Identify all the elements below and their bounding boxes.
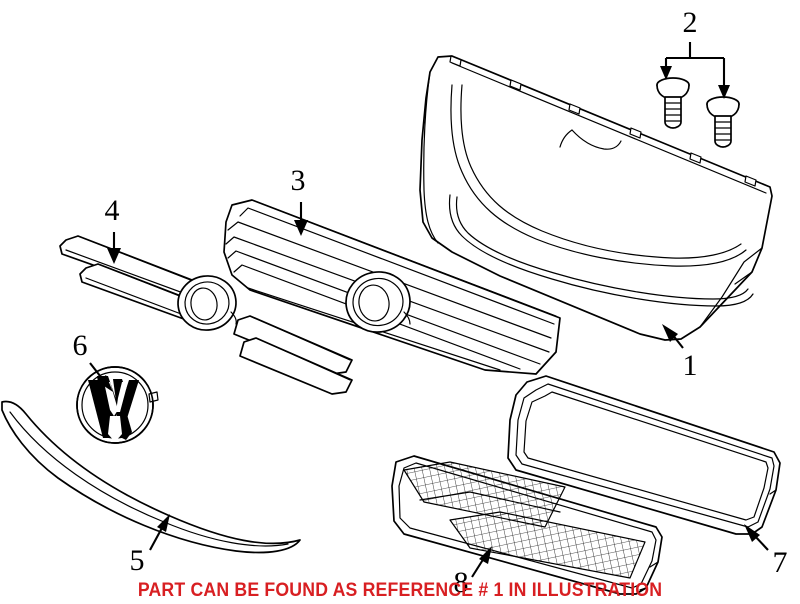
part-4-grille-trim-bar[interactable] (59, 235, 353, 395)
callout-number-8: 8 (454, 566, 469, 599)
part-6-vw-emblem-badge[interactable] (76, 366, 159, 444)
callout-number-7: 7 (773, 546, 788, 579)
screw-a[interactable] (656, 77, 690, 129)
part-3-grille-slat-insert[interactable] (223, 199, 561, 375)
callout-number-4: 4 (105, 194, 120, 227)
callout-number-6: 6 (73, 329, 88, 362)
reference-footnote: PART CAN BE FOUND AS REFERENCE # 1 IN IL… (137, 580, 663, 601)
screw-b[interactable] (706, 96, 740, 148)
part-3-emblem-ring (345, 271, 411, 333)
part-4-emblem-ring (177, 275, 237, 331)
callout-number-3: 3 (291, 164, 306, 197)
part-1-front-grille-main-shell[interactable] (419, 55, 773, 341)
part-2-grille-mounting-screws[interactable] (656, 42, 740, 148)
callout-number-5: 5 (130, 544, 145, 577)
callout-leaders (89, 202, 769, 578)
part-8-mesh-grille-insert[interactable] (380, 440, 680, 604)
callout-number-2: 2 (683, 6, 698, 39)
callout-number-1: 1 (683, 349, 698, 382)
callout-numbers: 1 2 3 4 5 6 7 8 (73, 6, 788, 599)
vw-logo-mark (88, 376, 139, 442)
part-5-lower-trim-molding[interactable] (1, 400, 301, 554)
